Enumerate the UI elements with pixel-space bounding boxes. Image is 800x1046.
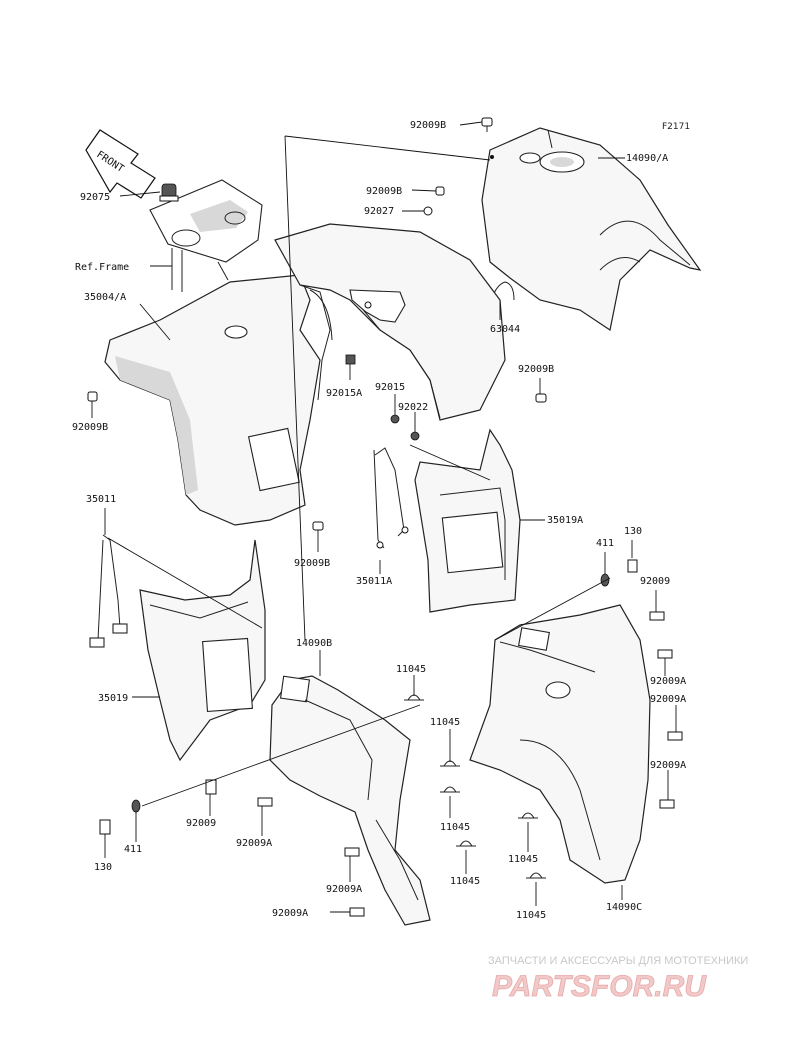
callout-92009b-low: 92009B (294, 558, 330, 569)
side-cover-14090b (269, 675, 431, 926)
callout-14090c: 14090C (606, 902, 642, 913)
callout-92009a-bottom: 92009A (272, 908, 308, 919)
callout-35019a: 35019A (547, 515, 583, 526)
callout-130-left: 130 (94, 862, 112, 873)
front-arrow-icon: FRONT (85, 129, 156, 199)
callout-ref-frame: Ref.Frame (75, 262, 129, 273)
leader-lines (91, 121, 677, 913)
rear-fender-14090a (481, 127, 702, 331)
callout-35004a: 35004/A (84, 292, 126, 303)
callout-11045-f: 11045 (516, 910, 546, 921)
callout-92009b-top: 92009B (410, 120, 446, 131)
front-fender-35004a (104, 268, 337, 526)
callout-92027: 92027 (364, 206, 394, 217)
callout-92009a-low: 92009A (236, 838, 272, 849)
callout-92009b-right: 92009B (518, 364, 554, 375)
callout-92009a-r3: 92009A (650, 760, 686, 771)
callout-11045-a: 11045 (396, 664, 426, 675)
watermark: ЗАПЧАСТИ И АКСЕССУАРЫ ДЛЯ МОТОТЕХНИКИ PA… (488, 955, 748, 1003)
callout-92015: 92015 (375, 382, 405, 393)
callout-411-left: 411 (124, 844, 142, 855)
callout-92009a-r1: 92009A (650, 676, 686, 687)
watermark-tagline: ЗАПЧАСТИ И АКСЕССУАРЫ ДЛЯ МОТОТЕХНИКИ (488, 955, 748, 967)
callout-92009a-bot: 92009A (326, 884, 362, 895)
callout-92009-right: 92009 (640, 576, 670, 587)
bracket-35011a (373, 447, 409, 549)
callout-92009-low: 92009 (186, 818, 216, 829)
bracket-35011 (89, 534, 128, 648)
callout-11045-d: 11045 (508, 854, 538, 865)
callout-92015a: 92015A (326, 388, 362, 399)
callout-92009a-r2: 92009A (650, 694, 686, 705)
callout-35019: 35019 (98, 693, 128, 704)
rubber-grommet-92075 (159, 183, 179, 202)
callout-411-right: 411 (596, 538, 614, 549)
callout-63044: 63044 (490, 324, 520, 335)
callout-11045-b: 11045 (430, 717, 460, 728)
callout-14090a: 14090/A (626, 153, 668, 164)
callout-11045-e: 11045 (450, 876, 480, 887)
callout-35011: 35011 (86, 494, 116, 505)
inner-fender-panel (274, 223, 506, 421)
callout-130-right: 130 (624, 526, 642, 537)
callout-35011a: 35011A (356, 576, 392, 587)
mud-flap-35019 (139, 539, 266, 762)
watermark-logo: PARTSFOR.RU (492, 970, 707, 1003)
callout-labels: 92009B 14090/A 92075 92009B 92027 Ref.Fr… (72, 120, 686, 921)
figure-id: F2171 (662, 122, 690, 132)
fasteners (87, 117, 683, 917)
callout-14090b: 14090B (296, 638, 332, 649)
side-cover-14090c (469, 604, 651, 884)
callout-11045-c: 11045 (440, 822, 470, 833)
callout-92075: 92075 (80, 192, 110, 203)
callout-92009b-mid: 92009B (366, 186, 402, 197)
support-bracket (349, 289, 406, 323)
callout-92022: 92022 (398, 402, 428, 413)
mud-flap-35019a (414, 428, 521, 613)
callout-92009b-left: 92009B (72, 422, 108, 433)
